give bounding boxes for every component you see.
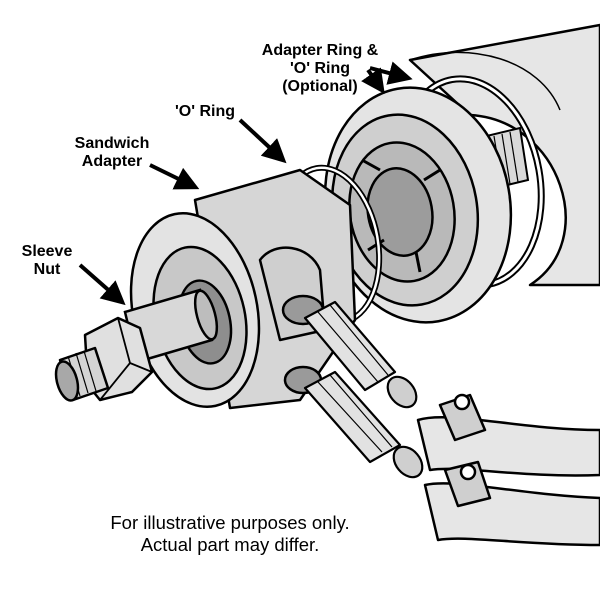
label-sleeve-nut: Sleeve Nut (12, 243, 82, 279)
label-sleeve-nut-line2: Nut (33, 261, 61, 278)
arrow-o-ring (238, 118, 287, 164)
disclaimer-line2: Actual part may differ. (140, 534, 320, 555)
sleeve-tube (123, 288, 219, 364)
arrow-adapter-ring-2 (369, 61, 413, 85)
arrow-sandwich-adapter (149, 163, 200, 190)
label-sandwich-adapter-line1: Sandwich (74, 135, 150, 152)
arrow-sleeve-nut (78, 263, 126, 306)
label-o-ring: 'O' Ring (174, 103, 236, 120)
hose-lower (423, 460, 600, 547)
barbed-fitting-upper (303, 300, 418, 409)
arrow-adapter-ring-1 (361, 67, 385, 94)
label-sleeve-nut-line1: Sleeve (21, 243, 73, 260)
label-adapter-ring-line1: Adapter Ring & (261, 42, 379, 59)
disclaimer: For illustrative purposes only. Actual p… (40, 512, 420, 556)
leader-arrows (78, 61, 413, 306)
label-sandwich-adapter: Sandwich Adapter (62, 135, 162, 171)
label-adapter-ring-line3: (Optional) (282, 78, 358, 95)
hose-upper (416, 393, 600, 477)
sleeve-nut (54, 316, 154, 402)
label-sandwich-adapter-line2: Adapter (81, 153, 143, 170)
label-adapter-ring: Adapter Ring & 'O' Ring (Optional) (250, 42, 390, 96)
label-adapter-ring-line2: 'O' Ring (289, 60, 351, 77)
disclaimer-line1: For illustrative purposes only. (110, 512, 350, 533)
engine-block (408, 23, 600, 287)
barbed-fitting-lower (303, 370, 424, 479)
